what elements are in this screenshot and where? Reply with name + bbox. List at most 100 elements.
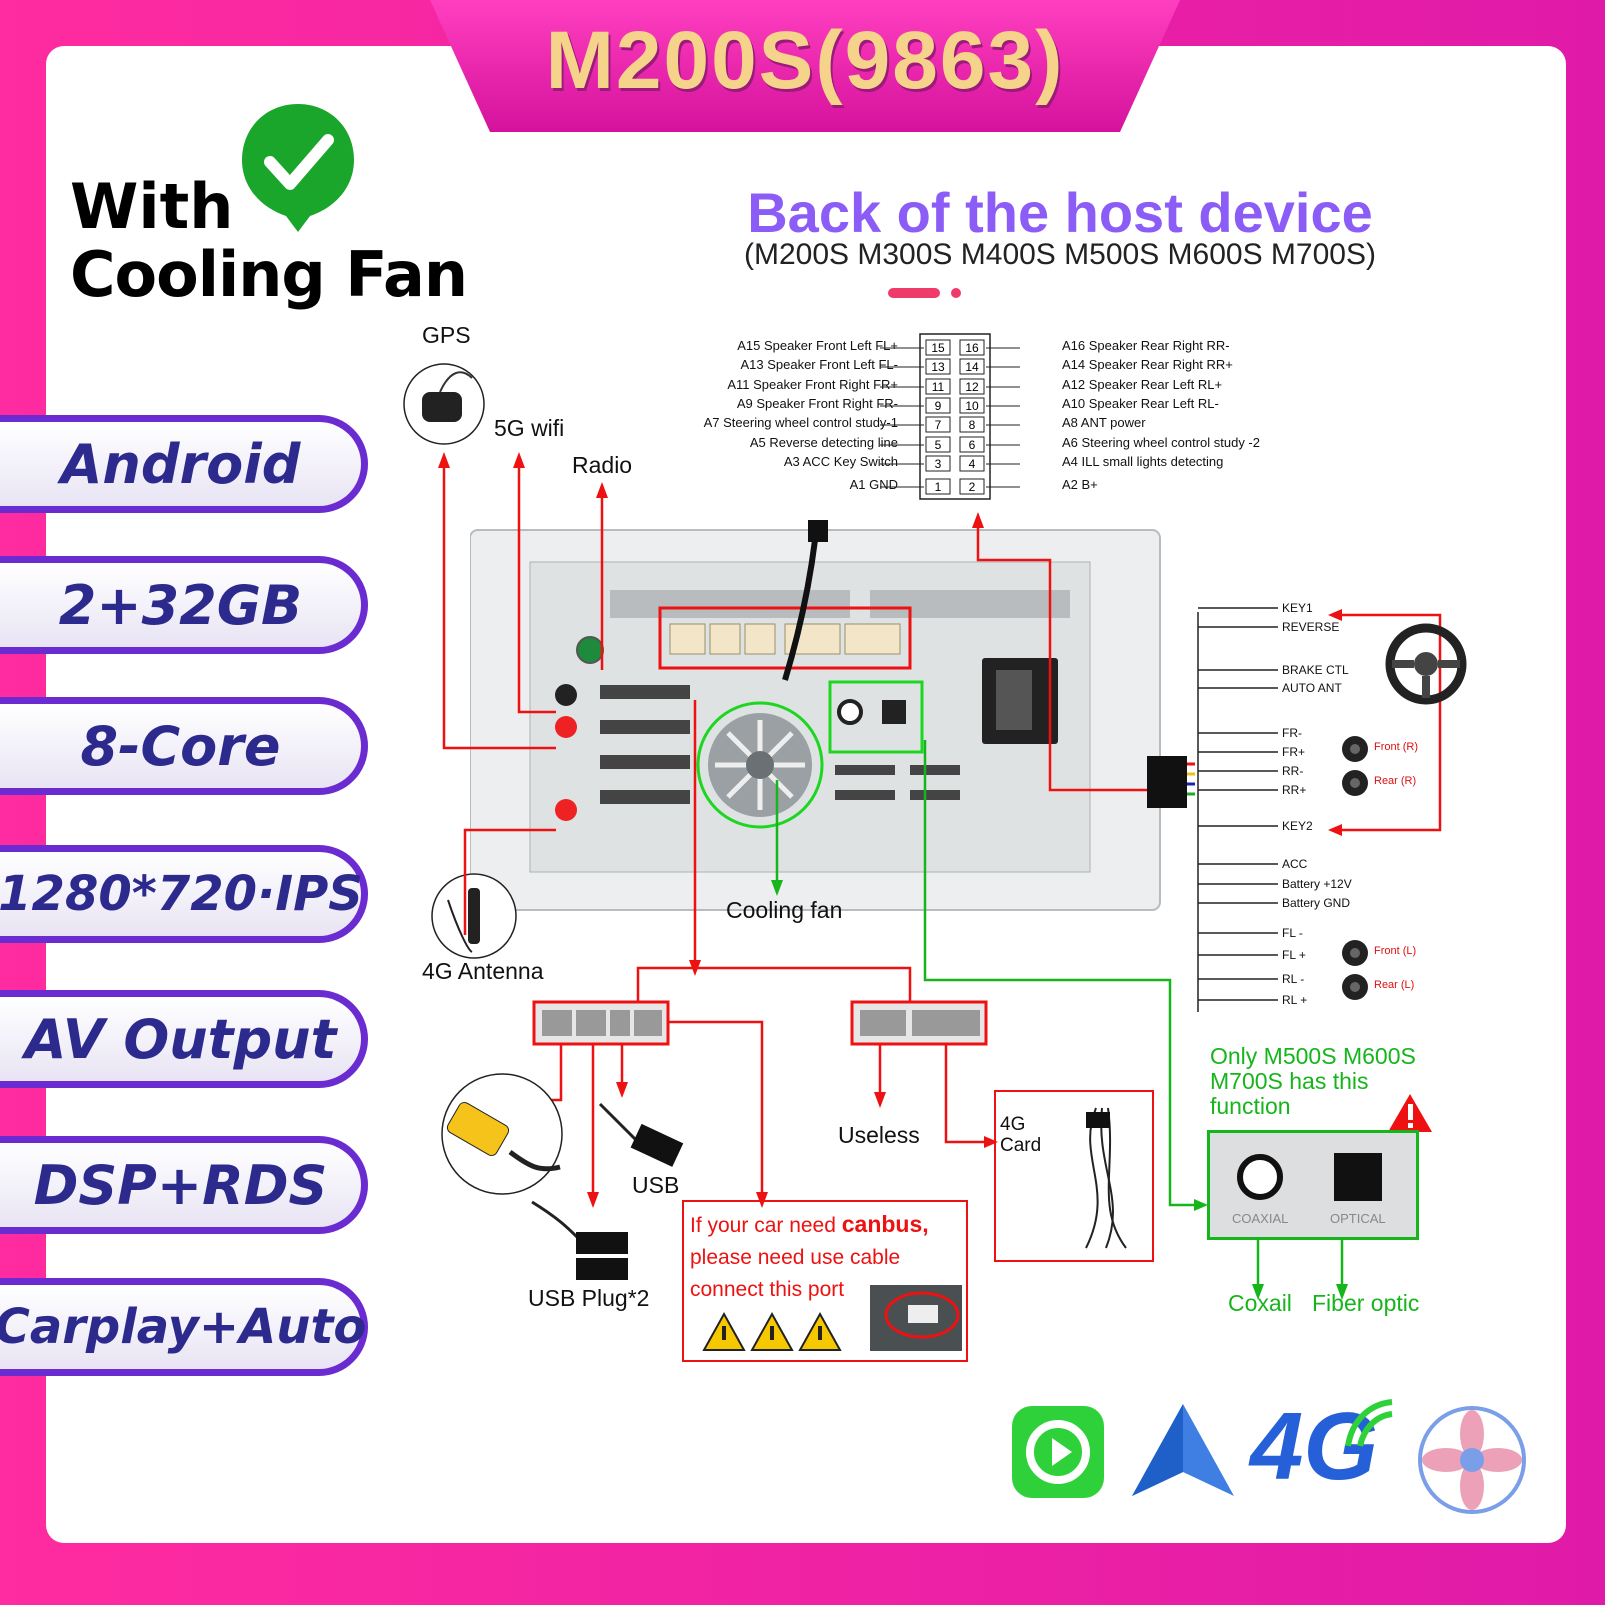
antenna-4g-label: 4G Antenna [422, 958, 544, 984]
radio-label: Radio [572, 452, 633, 478]
4g-antenna-icon [431, 873, 517, 959]
pin-label-left: A11 Speaker Front Right FR+ [727, 377, 898, 392]
pin-label-left: A15 Speaker Front Left FL+ [737, 338, 898, 353]
coax-label: Coxail [1228, 1290, 1292, 1316]
harness-wire-label: RR+ [1282, 783, 1307, 797]
pin-box [959, 339, 985, 356]
pin-label-right: A8 ANT power [1062, 415, 1146, 430]
speaker-label: Rear (L) [1374, 979, 1415, 991]
pin-number: 12 [965, 380, 979, 394]
connector-block-right [850, 1000, 988, 1046]
harness-wire-label: FR+ [1282, 745, 1306, 759]
harness-wire-label: Battery GND [1282, 896, 1351, 910]
pin-box [925, 478, 951, 495]
pin-number: 4 [969, 457, 976, 471]
usb-cable-icon [598, 1102, 684, 1167]
feature-pill-storage: 2+32GB [0, 556, 368, 654]
pin-number: 7 [935, 418, 942, 432]
harness-wire-label: RL - [1282, 972, 1305, 986]
canbus-note-box [682, 1200, 968, 1362]
coaxial-panel-label: COAXIAL [1232, 1211, 1289, 1226]
steering-wheel-icon [1385, 623, 1467, 705]
pin-label-left: A5 Reverse detecting line [749, 435, 898, 450]
pin-box [925, 436, 951, 453]
optical-note-text: Only M500S M600S M700S has this function [1210, 1043, 1416, 1119]
pin-box [959, 455, 985, 472]
harness-wire-label: AUTO ANT [1282, 681, 1342, 695]
gps-antenna-icon [403, 363, 485, 445]
pin-box [959, 478, 985, 495]
feature-pill-screen: 1280*720·IPS [0, 845, 368, 943]
speaker-icon [1340, 768, 1370, 803]
pin-number: 9 [935, 399, 942, 413]
pin-box [959, 358, 985, 375]
pin-number: 3 [935, 457, 942, 471]
harness-wire-label: BRAKE CTL [1282, 663, 1349, 677]
harness-plug-icon [1147, 756, 1195, 808]
pin-label-left: A1 GND [849, 477, 898, 492]
android-auto-icon [1132, 1404, 1234, 1496]
pin-number: 14 [965, 360, 979, 374]
usb-plug-label: USB Plug*2 [528, 1285, 650, 1311]
checkmark-icon [242, 104, 354, 232]
pin-box [925, 358, 951, 375]
wifi-label: 5G wifi [494, 415, 565, 441]
speaker-icon [1340, 938, 1370, 973]
useless-label: Useless [838, 1122, 920, 1148]
optical-panel-label: OPTICAL [1330, 1211, 1386, 1226]
4g-card-box: 4G Card [994, 1090, 1154, 1262]
coax-optical-ports-icon [1237, 1153, 1382, 1201]
feature-pill-carplay: Carplay+Auto [0, 1278, 368, 1376]
feature-pill-av: AV Output [0, 990, 368, 1088]
4g-harness-cable-icon [1085, 1107, 1127, 1249]
pin-box [959, 397, 985, 414]
4g-card-label: 4G Card [1000, 1114, 1042, 1156]
gps-label: GPS [422, 322, 471, 348]
harness-wire-label: ACC [1282, 857, 1308, 871]
usb-label: USB [632, 1172, 680, 1198]
cooling-fan-logo-icon [1418, 1406, 1526, 1514]
feature-pill-cpu: 8-Core [0, 697, 368, 795]
harness-wire-label: RL + [1282, 993, 1308, 1007]
pin-number: 10 [965, 399, 979, 413]
pin-box [925, 397, 951, 414]
pin-box [925, 378, 951, 395]
canbus-port-photo [870, 1285, 962, 1351]
pin-label-right: A2 B+ [1062, 477, 1098, 492]
harness-wire-label: KEY2 [1282, 819, 1313, 833]
speaker-label: Rear (R) [1374, 775, 1417, 787]
harness-wire-label: FR- [1282, 726, 1302, 740]
banner-title: M200S(9863) [545, 15, 1065, 106]
diagram-subtitle: (M200S M300S M400S M500S M600S M700S) [744, 238, 1376, 271]
pin-box [925, 339, 951, 356]
harness-wire-label: KEY1 [1282, 601, 1313, 615]
title-banner [430, 0, 1180, 132]
head-unit-back-panel [470, 520, 1161, 911]
pin-box [959, 378, 985, 395]
pin-number: 6 [969, 438, 976, 452]
harness-wire-label: FL + [1282, 948, 1306, 962]
pin-label-right: A10 Speaker Rear Left RL- [1062, 396, 1219, 411]
pin-label-left: A9 Speaker Front Right FR- [736, 396, 898, 411]
fiber-optic-label: Fiber optic [1312, 1290, 1420, 1316]
pin-box [959, 436, 985, 453]
divider-dots [888, 288, 961, 298]
pin-box [925, 455, 951, 472]
cooling-fan-label: Cooling fan [726, 897, 843, 923]
canbus-note-text: If your car need canbus, please need use… [690, 1211, 929, 1301]
pin-number: 15 [931, 341, 945, 355]
harness-wire-label: REVERSE [1282, 620, 1340, 634]
cooling-badge-line2: Cooling Fan [70, 238, 468, 311]
rca-cable-icon [441, 1073, 563, 1195]
alert-icon [1388, 1094, 1432, 1132]
harness-wire-label: RR- [1282, 764, 1304, 778]
pin-label-right: A14 Speaker Rear Right RR+ [1062, 357, 1233, 372]
pin-number: 1 [935, 480, 942, 494]
pin-box [925, 416, 951, 433]
harness-wire-label: FL - [1282, 926, 1303, 940]
speaker-label: Front (L) [1374, 945, 1417, 957]
feature-pill-dsp: DSP+RDS [0, 1136, 368, 1234]
